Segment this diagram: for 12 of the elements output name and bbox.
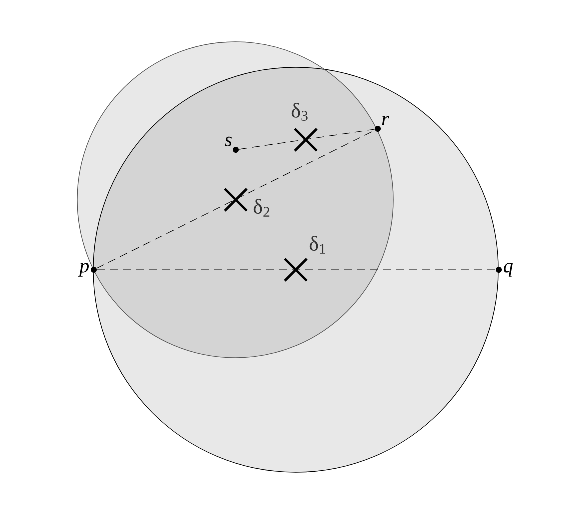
delta-label: δ$_{2}$ [254,199,270,217]
dashed-line [238,129,376,150]
point: s [225,136,239,153]
delta-label: δ$_{3}$ [292,103,308,121]
node-label: p [78,263,89,277]
node-label: q [504,263,513,277]
delta-label: δ$_{1}$ [310,236,326,254]
point: q [496,263,513,277]
point: r [375,116,390,132]
node-label: r [382,116,390,126]
node-label: s [225,136,232,147]
point: p [78,263,97,277]
